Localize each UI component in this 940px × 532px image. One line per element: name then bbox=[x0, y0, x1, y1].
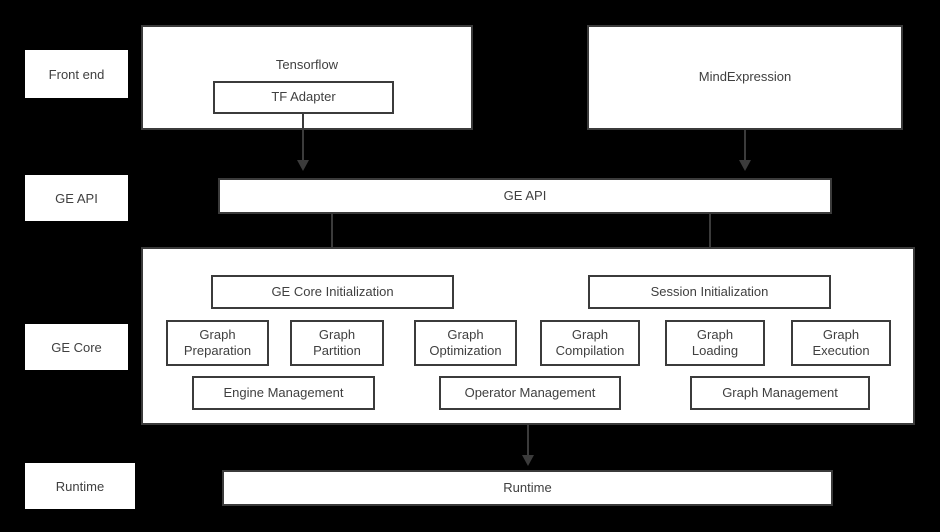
runtime-bar[interactable]: Runtime bbox=[222, 470, 833, 506]
operator-management-label: Operator Management bbox=[464, 384, 596, 400]
layer-label-ge-api: GE API bbox=[25, 175, 128, 221]
mindexpression-group[interactable]: MindExpression bbox=[587, 25, 903, 130]
layer-label-ge-core-text: GE Core bbox=[51, 339, 102, 355]
graph-compilation-box[interactable]: Graph Compilation bbox=[540, 320, 640, 366]
connector-mindexpression-to-ge-api bbox=[744, 130, 746, 162]
tensorflow-group-label: Tensorflow bbox=[275, 57, 339, 72]
graph-loading-box[interactable]: Graph Loading bbox=[665, 320, 765, 366]
graph-preparation-label: Graph Preparation bbox=[183, 326, 252, 358]
session-initialization-label: Session Initialization bbox=[650, 283, 769, 299]
ge-api-bar[interactable]: GE API bbox=[218, 178, 832, 214]
ge-core-initialization-box[interactable]: GE Core Initialization bbox=[211, 275, 454, 309]
arrowhead-ge-core-to-runtime bbox=[522, 455, 534, 466]
graph-execution-label: Graph Execution bbox=[812, 326, 870, 358]
runtime-bar-label: Runtime bbox=[503, 479, 552, 495]
layer-label-front-end: Front end bbox=[25, 50, 128, 98]
graph-optimization-box[interactable]: Graph Optimization bbox=[414, 320, 517, 366]
tf-adapter-box[interactable]: TF Adapter bbox=[213, 81, 394, 114]
graph-preparation-box[interactable]: Graph Preparation bbox=[166, 320, 269, 366]
graph-compilation-label: Graph Compilation bbox=[555, 326, 625, 358]
graph-execution-box[interactable]: Graph Execution bbox=[791, 320, 891, 366]
ge-api-bar-label: GE API bbox=[503, 187, 547, 203]
connector-tf-adapter-to-ge-api bbox=[302, 114, 304, 162]
layer-label-runtime-text: Runtime bbox=[55, 478, 105, 494]
engine-management-box[interactable]: Engine Management bbox=[192, 376, 375, 410]
ge-core-initialization-label: GE Core Initialization bbox=[271, 283, 394, 299]
tf-adapter-label: TF Adapter bbox=[271, 89, 336, 105]
layer-label-ge-api-text: GE API bbox=[55, 190, 98, 206]
session-initialization-box[interactable]: Session Initialization bbox=[588, 275, 831, 309]
operator-management-box[interactable]: Operator Management bbox=[439, 376, 621, 410]
graph-management-label: Graph Management bbox=[722, 384, 838, 400]
graph-partition-box[interactable]: Graph Partition bbox=[290, 320, 384, 366]
connector-ge-api-to-session-init bbox=[709, 213, 711, 261]
graph-loading-label: Graph Loading bbox=[691, 326, 739, 358]
engine-management-label: Engine Management bbox=[223, 384, 344, 400]
graph-optimization-label: Graph Optimization bbox=[429, 326, 502, 358]
tensorflow-group[interactable]: Tensorflow bbox=[141, 25, 473, 130]
arrowhead-tf-adapter-to-ge-api bbox=[297, 160, 309, 171]
mindexpression-label: MindExpression bbox=[698, 69, 792, 85]
graph-management-box[interactable]: Graph Management bbox=[690, 376, 870, 410]
graph-partition-label: Graph Partition bbox=[313, 326, 361, 358]
connector-ge-api-to-core-init bbox=[331, 213, 333, 261]
layer-label-ge-core: GE Core bbox=[25, 324, 128, 370]
layer-label-runtime: Runtime bbox=[25, 463, 135, 509]
layer-label-front-end-text: Front end bbox=[48, 66, 105, 82]
arrowhead-mindexpression-to-ge-api bbox=[739, 160, 751, 171]
connector-ge-core-to-runtime bbox=[527, 425, 529, 457]
